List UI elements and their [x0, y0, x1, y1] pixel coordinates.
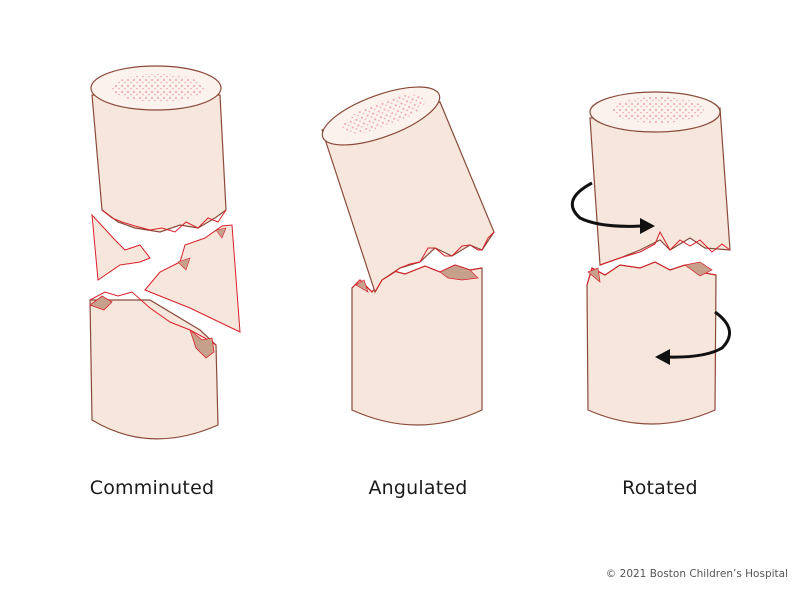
label-angulated: Angulated: [368, 477, 468, 499]
copyright-credit: © 2021 Boston Children’s Hospital: [605, 568, 788, 580]
comminuted-bone: [89, 65, 241, 440]
comminuted-lower-segment: [89, 299, 219, 440]
angulated-bone: [321, 86, 495, 426]
label-comminuted: Comminuted: [89, 477, 215, 499]
angulated-lower-segment: [351, 264, 483, 426]
comminuted-middle-fragment: [91, 213, 151, 281]
rotated-lower-segment: [586, 261, 717, 425]
rotation-arrow-upper-icon: [570, 181, 643, 228]
label-rotated: Rotated: [622, 477, 698, 499]
rotation-arrow-lower-icon: [667, 310, 731, 359]
comminuted-upper-segment: [91, 94, 227, 233]
rotated-bone: [570, 91, 731, 425]
